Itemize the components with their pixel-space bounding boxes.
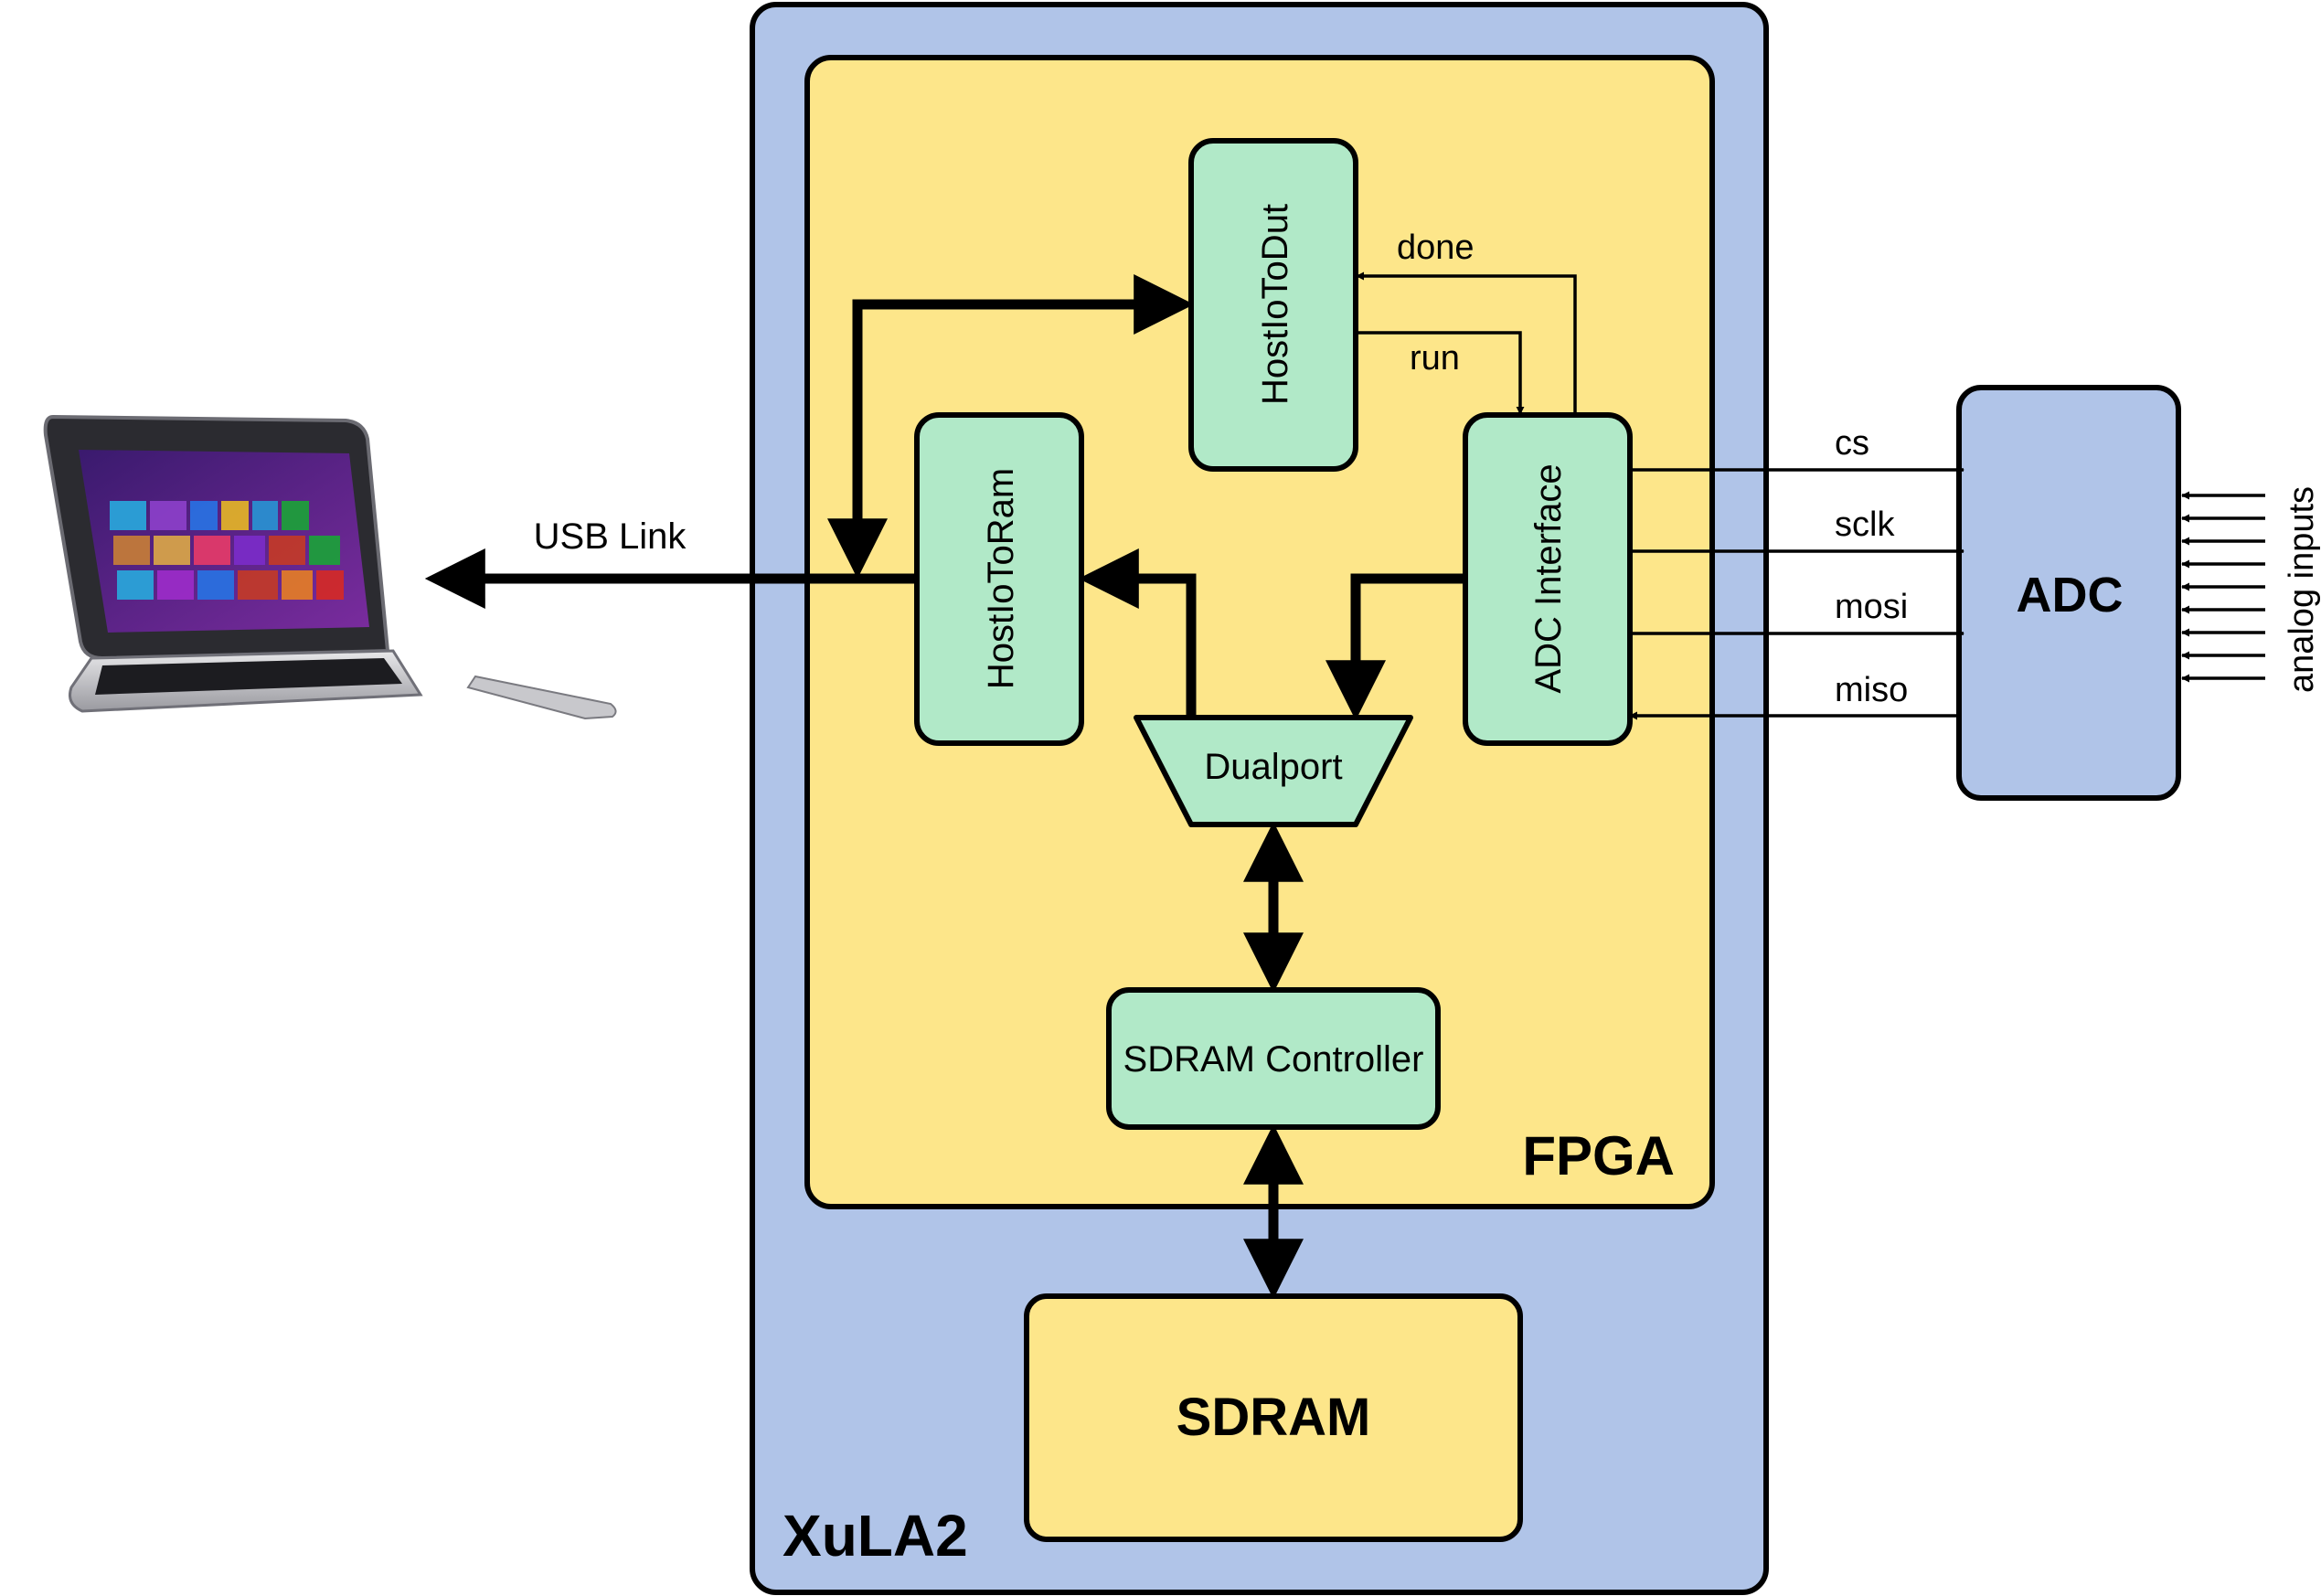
run-label: run <box>1410 339 1460 378</box>
dualport-to-ram-bus <box>1078 548 1197 718</box>
xula2-board-label: XuLA2 <box>783 1503 968 1569</box>
miso-label: miso <box>1835 671 1908 709</box>
sdram-label: SDRAM <box>1176 1388 1371 1447</box>
sclk-label: sclk <box>1835 505 1895 544</box>
fpga-region-label: FPGA <box>1522 1125 1675 1186</box>
run-signal <box>1356 331 1525 415</box>
adc-interface-label: ADC Interface <box>1528 463 1569 693</box>
analog-input-arrows <box>2181 491 2265 683</box>
adc-chip <box>1956 385 2181 801</box>
analog-inputs-label: analog inputs <box>2283 486 2321 693</box>
usb-link-label: USB Link <box>534 516 687 557</box>
mosi-label: mosi <box>1835 588 1908 626</box>
adc-to-dualport-bus <box>1326 573 1465 721</box>
adc-chip-label: ADC <box>2017 568 2124 622</box>
dualport-label: Dualport <box>1204 747 1342 787</box>
sdram-controller-label: SDRAM Controller <box>1123 1039 1424 1080</box>
done-label: done <box>1397 229 1475 267</box>
host-io-to-ram-label: HostIoToRam <box>981 468 1021 689</box>
done-signal <box>1356 271 1577 415</box>
host-io-to-dut-label: HostIoToDut <box>1255 204 1295 405</box>
host-io-to-dut-bus <box>827 274 1195 580</box>
dualport-block <box>1134 715 1413 827</box>
cs-label: cs <box>1835 424 1869 463</box>
laptop-icon <box>43 414 617 720</box>
